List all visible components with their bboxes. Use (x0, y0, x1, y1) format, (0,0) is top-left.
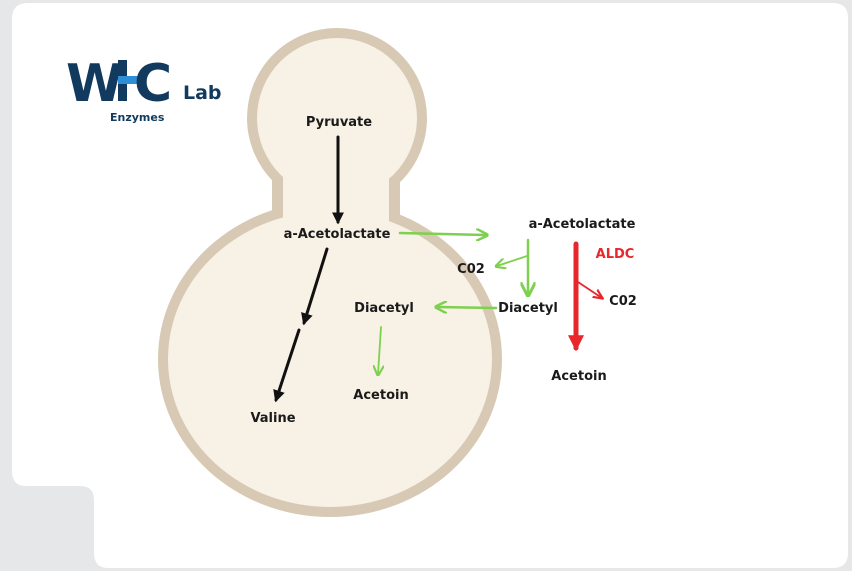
logo-c: C (134, 54, 172, 114)
logo-tagline: Enzymes (110, 111, 165, 124)
arrow-co2-release-left (497, 255, 528, 266)
label-diacetyl-inside: Diacetyl (354, 301, 414, 316)
green-arrows (378, 233, 528, 374)
arrow-diacetyl-to-acetoin (378, 326, 381, 374)
label-pyruvate: Pyruvate (306, 115, 372, 130)
logo-h-glyph (118, 60, 140, 101)
label-acetoin-outside: Acetoin (551, 369, 606, 384)
red-arrows (567, 241, 602, 352)
whc-lab-logo: W C Lab Enzymes (66, 54, 222, 124)
black-arrows (273, 135, 344, 403)
logo-lab: Lab (183, 82, 222, 104)
arrow-acetolactate-to-valine-1 (301, 247, 329, 326)
label-acetolactate-outside: a-Acetolactate (529, 217, 636, 232)
arrow-co2-release-right (577, 281, 602, 298)
label-acetolactate-inside: a-Acetolactate (284, 227, 391, 242)
cell-interior (168, 38, 492, 507)
label-valine: Valine (250, 411, 295, 426)
label-acetoin-inside: Acetoin (353, 388, 408, 403)
arrow-acetolactate-export (398, 233, 486, 235)
logo-w: W (66, 54, 123, 114)
label-co2-right: C02 (609, 294, 637, 309)
label-diacetyl-outside: Diacetyl (498, 301, 558, 316)
label-co2-left: C02 (457, 262, 485, 277)
arrow-diacetyl-import (437, 307, 498, 308)
arrow-acetolactate-to-valine-2 (273, 328, 301, 403)
yeast-cell (158, 28, 502, 517)
label-aldc: ALDC (596, 247, 635, 262)
